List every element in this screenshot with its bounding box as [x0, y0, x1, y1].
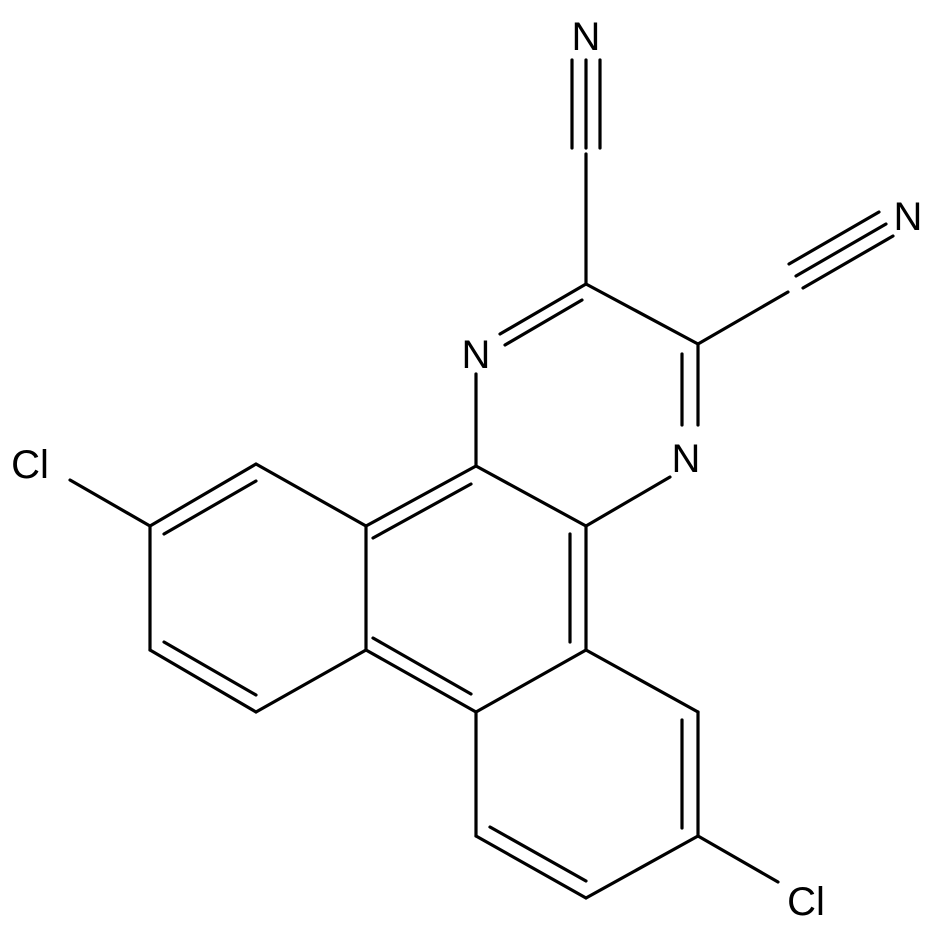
atom-labels: N N N N Cl Cl — [11, 15, 922, 924]
bond — [371, 482, 473, 540]
bond — [364, 648, 478, 714]
nitrile-nitrogen-right: N — [894, 195, 923, 239]
bond — [787, 210, 881, 266]
bond — [503, 298, 584, 347]
bond — [488, 825, 588, 883]
chlorine-left: Cl — [11, 443, 49, 487]
bond — [474, 648, 588, 714]
bond — [254, 648, 368, 714]
bond — [584, 834, 700, 900]
bond — [148, 462, 258, 528]
bond — [498, 282, 588, 336]
bonds — [68, 58, 895, 900]
pyrazine-nitrogen-right: N — [672, 437, 701, 481]
bond — [68, 478, 152, 528]
bond — [474, 834, 588, 900]
bond — [162, 640, 258, 697]
bond — [371, 636, 473, 696]
bond — [794, 222, 888, 278]
chlorine-bottom: Cl — [787, 880, 825, 924]
bond — [584, 648, 700, 714]
bond — [584, 282, 700, 346]
bond — [801, 234, 895, 290]
nitrile-nitrogen-top: N — [572, 15, 601, 59]
bond — [148, 648, 258, 714]
pyrazine-nitrogen-left: N — [462, 333, 491, 377]
bond — [696, 834, 780, 884]
bond — [584, 475, 672, 528]
bond — [254, 462, 368, 528]
bond — [696, 290, 790, 346]
bond — [474, 464, 588, 528]
bond — [364, 464, 478, 528]
bond — [162, 479, 258, 536]
